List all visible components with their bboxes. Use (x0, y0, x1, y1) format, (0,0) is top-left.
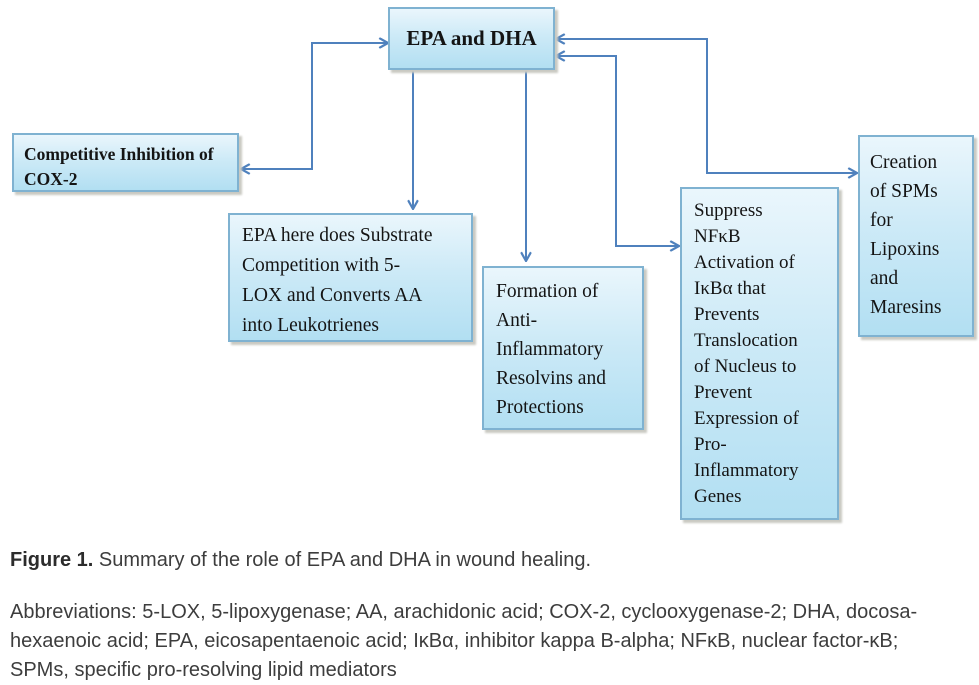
node-creation-label: Creation of SPMs for Lipoxins and Maresi… (870, 152, 942, 318)
node-formation-resolvins: Formation of Anti- Inflammatory Resolvin… (482, 266, 644, 430)
node-suppress-label: Suppress NFκB Activation of IκBα that Pr… (694, 200, 800, 507)
node-creation-spms: Creation of SPMs for Lipoxins and Maresi… (858, 135, 974, 337)
node-suppress-nfkb: Suppress NFκB Activation of IκBα that Pr… (680, 187, 839, 520)
figure-caption-number: Figure 1. (10, 549, 94, 571)
node-substrate-competition: EPA here does Substrate Competition with… (228, 213, 473, 342)
node-substrate-label: EPA here does Substrate Competition with… (242, 225, 433, 336)
figure-caption: Figure 1. Summary of the role of EPA and… (10, 549, 970, 572)
node-cox2-label: Competitive Inhibition of COX-2 (24, 144, 214, 189)
figure-caption-text: Summary of the role of EPA and DHA in wo… (93, 549, 592, 571)
connector-epa-to-cox2 (241, 43, 388, 169)
connector-epa-to-suppress (556, 56, 679, 246)
node-epa-dha: EPA and DHA (388, 7, 555, 70)
connector-epa-to-creation (556, 39, 857, 173)
abbreviations-text: Abbreviations: 5-LOX, 5-lipoxygenase; AA… (10, 601, 918, 681)
node-epa-dha-label: EPA and DHA (406, 26, 537, 50)
node-competitive-inhibition-cox2: Competitive Inhibition of COX-2 (12, 133, 239, 192)
node-formation-label: Formation of Anti- Inflammatory Resolvin… (496, 281, 606, 418)
